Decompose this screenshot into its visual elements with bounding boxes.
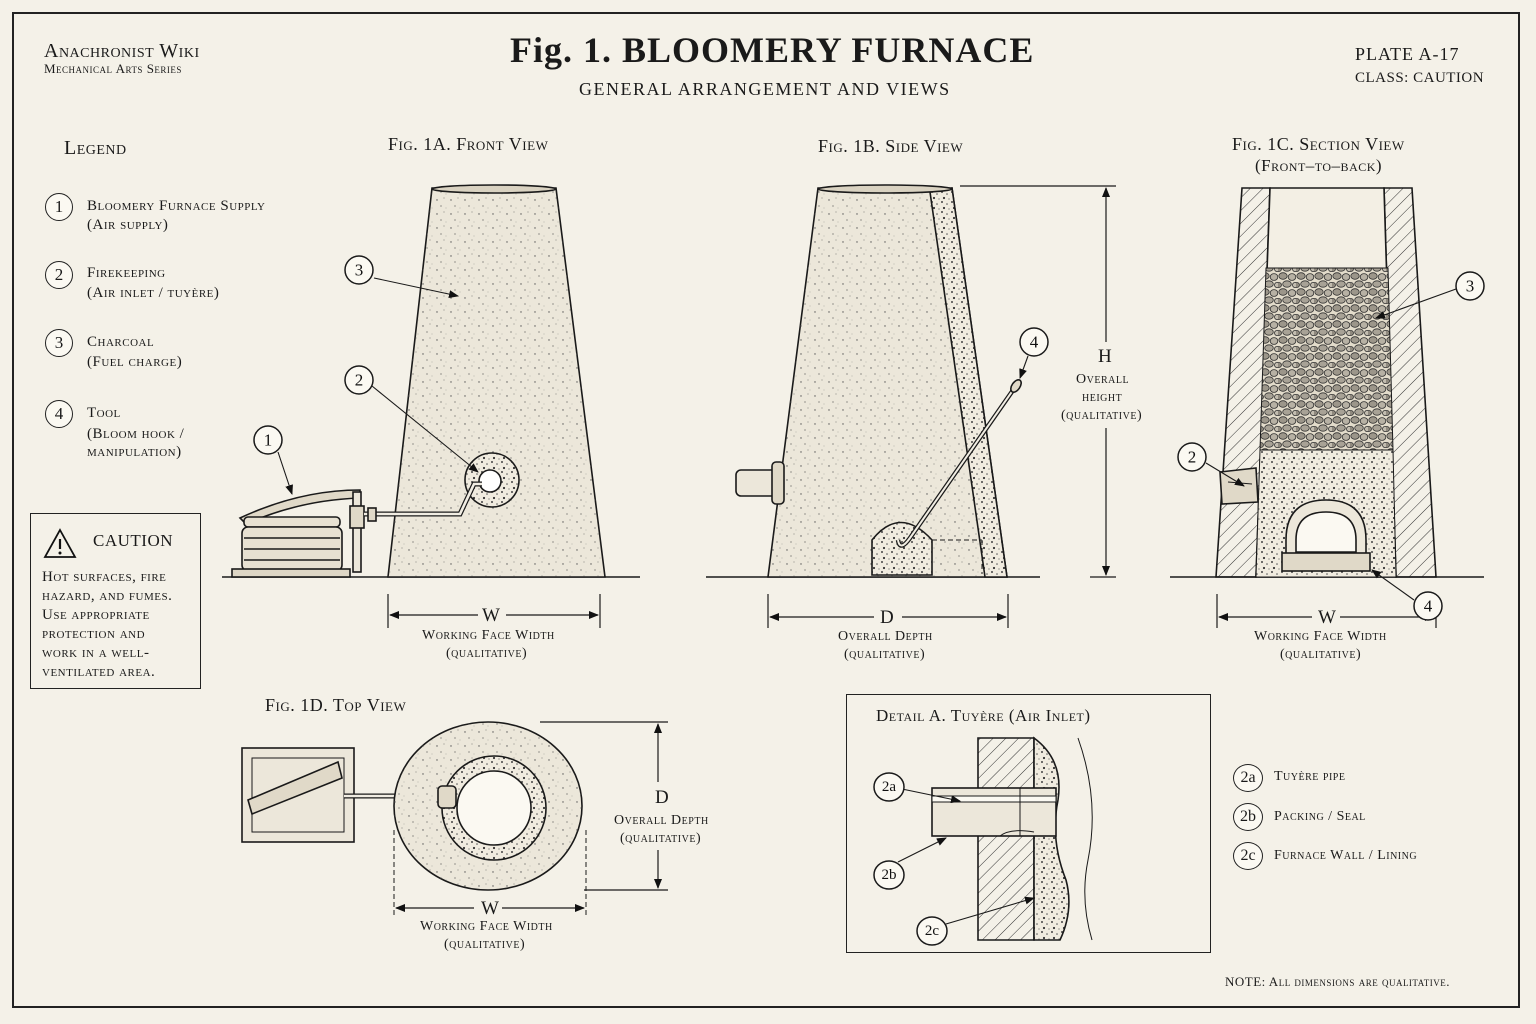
- caution-line-6: ventilated area.: [42, 664, 156, 680]
- detail-callout-2b: [873, 860, 905, 890]
- legend-label-3: Charcoal: [87, 334, 155, 350]
- front-callout-2: [344, 365, 374, 395]
- footer-note: NOTE: All dimensions are qualitative.: [1225, 974, 1450, 989]
- legend-sub-3: (Fuel charge): [87, 354, 183, 370]
- detail-legend-label-2a: Tuyère pipe: [1274, 769, 1346, 784]
- legend-label-4: Tool: [87, 405, 121, 421]
- front-callout-3: [344, 255, 374, 285]
- legend-num-2: 2: [45, 261, 73, 289]
- section-callout-3-text: 3: [1466, 277, 1475, 296]
- height-label-1: Overall: [1076, 372, 1130, 387]
- section-callout-3: [1455, 271, 1485, 301]
- caution-line-5: work in a well-: [42, 645, 150, 661]
- side-dim-letter: D: [880, 607, 894, 628]
- top-bellows-lever: [247, 760, 343, 816]
- side-view-title: Fig. 1B. Side View: [818, 136, 964, 156]
- section-tuyere: [1219, 467, 1259, 505]
- legend-num-3: 3: [45, 329, 73, 357]
- section-callout-4-text: 4: [1424, 597, 1433, 616]
- detail-callout-2a: [873, 772, 905, 802]
- detail-callout-2c-text: 2c: [925, 923, 940, 939]
- top-w-label: Working Face Width: [420, 919, 553, 934]
- caution-title: CAUTION: [93, 531, 173, 550]
- top-view-title: Fig. 1D. Top View: [265, 695, 407, 715]
- legend-sub-4: (Bloom hook /: [87, 426, 185, 442]
- page-title: Fig. 1. BLOOMERY FURNACE: [510, 30, 1035, 70]
- detail-callout-2a-text: 2a: [882, 779, 897, 795]
- legend-num-4: 4: [45, 400, 73, 428]
- caution-box: CAUTION Hot surfaces, fire hazard, and f…: [30, 513, 201, 689]
- caution-line-4: protection and: [42, 626, 146, 642]
- section-view-subtitle: (Front–to–back): [1255, 156, 1383, 175]
- warning-icon: [43, 528, 77, 558]
- detail-legend-label-2c: Furnace Wall / Lining: [1274, 848, 1418, 863]
- top-d-qual: (qualitative): [620, 831, 702, 846]
- site-name: Anachronist Wiki: [44, 40, 200, 62]
- caution-line-2: hazard, and fumes.: [42, 588, 173, 604]
- side-arch: [871, 521, 933, 576]
- side-callout-4: [1019, 327, 1049, 357]
- detail-callout-2b-text: 2b: [882, 867, 897, 883]
- section-dim-letter: W: [1318, 607, 1336, 628]
- legend-label-1: Bloomery Furnace Supply: [87, 198, 266, 214]
- legend-sub-2: (Air inlet / tuyère): [87, 285, 220, 301]
- section-charcoal: [1259, 267, 1394, 451]
- height-label-2: height: [1082, 390, 1123, 405]
- detail-legend-num-2b: 2b: [1233, 803, 1263, 831]
- section-dim-qual: (qualitative): [1280, 647, 1362, 662]
- side-dim-label: Overall Depth: [838, 629, 933, 644]
- detail-callout-2c: [916, 916, 948, 946]
- front-dim-label: Working Face Width: [422, 628, 555, 643]
- caution-line-1: Hot surfaces, fire: [42, 569, 167, 585]
- front-callout-1-text: 1: [264, 431, 273, 450]
- top-d-letter: D: [655, 787, 669, 808]
- front-callout-3-text: 3: [355, 261, 364, 280]
- legend-sub-4b: manipulation): [87, 444, 182, 460]
- section-dim-label: Working Face Width: [1254, 629, 1387, 644]
- detail-legend-num-2c: 2c: [1233, 842, 1263, 870]
- detail-a-box: Detail A. Tuyère (Air Inlet): [846, 694, 1211, 953]
- section-view-title: Fig. 1C. Section View: [1232, 134, 1405, 154]
- section-callout-2-text: 2: [1188, 448, 1197, 467]
- front-view-title: Fig. 1A. Front View: [388, 134, 549, 154]
- section-callout-4: [1413, 591, 1443, 621]
- front-callout-1: [253, 425, 283, 455]
- detail-title: Detail A. Tuyère (Air Inlet): [876, 706, 1091, 725]
- section-callout-2: [1177, 442, 1207, 472]
- legend-num-1: 1: [45, 193, 73, 221]
- front-callout-2-text: 2: [355, 371, 364, 390]
- page-subtitle: GENERAL ARRANGEMENT AND VIEWS: [579, 79, 951, 99]
- legend-title: Legend: [64, 137, 127, 159]
- caution-line-3: Use appropriate: [42, 607, 150, 623]
- side-tuyere-stub: [735, 469, 777, 497]
- plate-class: CLASS: CAUTION: [1355, 70, 1485, 86]
- side-dim-qual: (qualitative): [844, 647, 926, 662]
- detail-legend-label-2b: Packing / Seal: [1274, 809, 1366, 824]
- series-name: Mechanical Arts Series: [44, 61, 182, 76]
- legend-sub-1: (Air supply): [87, 217, 169, 233]
- top-w-letter: W: [481, 898, 499, 919]
- side-callout-4-text: 4: [1030, 333, 1039, 352]
- height-qual: (qualitative): [1061, 408, 1143, 423]
- plate-number: PLATE A-17: [1355, 44, 1460, 64]
- plate-frame: [12, 12, 1520, 1008]
- legend-label-2: Firekeeping: [87, 265, 166, 281]
- top-d-label: Overall Depth: [614, 813, 709, 828]
- height-letter: H: [1098, 346, 1112, 367]
- front-dim-letter: W: [482, 605, 500, 626]
- front-dim-qual: (qualitative): [446, 646, 528, 661]
- detail-legend-num-2a: 2a: [1233, 764, 1263, 792]
- top-w-qual: (qualitative): [444, 937, 526, 952]
